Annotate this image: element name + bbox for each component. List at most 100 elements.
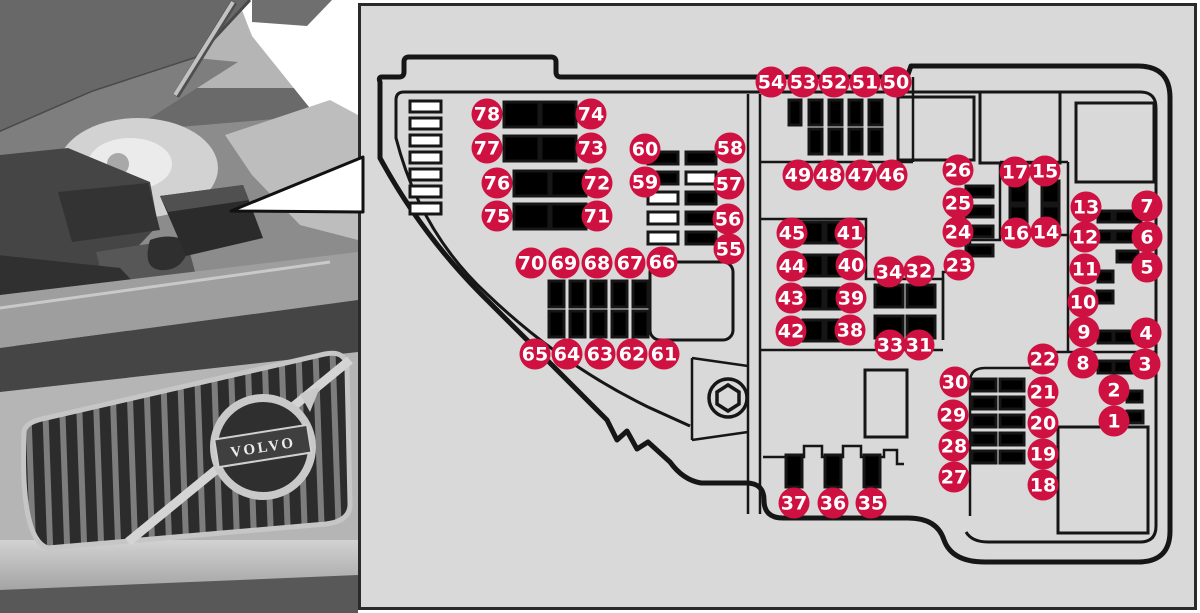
- fuse-slot-empty: [408, 116, 443, 131]
- svg-text:19: 19: [1030, 444, 1056, 466]
- svg-text:62: 62: [619, 344, 645, 366]
- svg-text:14: 14: [1033, 222, 1059, 244]
- svg-text:25: 25: [945, 193, 971, 215]
- fuse-slot-empty: [408, 133, 443, 148]
- callout-4: 4: [1130, 317, 1162, 349]
- callout-41: 41: [834, 217, 866, 249]
- fuse: [631, 279, 650, 309]
- fuse: [970, 395, 998, 411]
- relay-box: [863, 368, 909, 439]
- svg-text:61: 61: [651, 344, 677, 366]
- fuse: [862, 453, 882, 489]
- callout-55: 55: [713, 233, 745, 265]
- svg-text:54: 54: [758, 72, 784, 94]
- svg-text:7: 7: [1140, 196, 1153, 218]
- svg-text:50: 50: [883, 72, 909, 94]
- fuse-slot-empty: [684, 170, 718, 186]
- open-hood: [0, 0, 250, 132]
- callout-1: 1: [1098, 405, 1130, 437]
- fuse: [867, 98, 884, 127]
- callout-39: 39: [835, 282, 867, 314]
- svg-text:26: 26: [945, 160, 971, 182]
- fuse-slot-empty: [646, 210, 680, 226]
- svg-text:20: 20: [1030, 413, 1056, 435]
- callout-74: 74: [575, 98, 607, 130]
- svg-text:69: 69: [551, 253, 577, 275]
- callout-63: 63: [584, 338, 616, 370]
- relay-box: [1074, 101, 1156, 184]
- svg-text:22: 22: [1030, 349, 1056, 371]
- callout-73: 73: [575, 132, 607, 164]
- svg-text:23: 23: [946, 255, 972, 277]
- svg-text:48: 48: [816, 165, 842, 187]
- callout-23: 23: [943, 249, 975, 281]
- front-dark-band: [0, 300, 358, 392]
- svg-text:45: 45: [779, 223, 805, 245]
- svg-text:47: 47: [848, 165, 874, 187]
- fuse: [827, 98, 844, 127]
- fusebox-outer-outline: [376, 54, 1173, 565]
- fuse: [998, 395, 1026, 411]
- svg-text:4: 4: [1139, 323, 1152, 345]
- svg-text:64: 64: [554, 344, 580, 366]
- callout-42: 42: [775, 315, 807, 347]
- svg-text:78: 78: [474, 104, 500, 126]
- svg-text:16: 16: [1003, 223, 1029, 245]
- callout-47: 47: [845, 159, 877, 191]
- callout-36: 36: [817, 487, 849, 519]
- callout-56: 56: [712, 203, 744, 235]
- svg-text:52: 52: [821, 72, 847, 94]
- svg-text:76: 76: [484, 173, 510, 195]
- fusebox-inner-wall-top: [404, 90, 1158, 544]
- fuse: [823, 453, 843, 489]
- svg-text:42: 42: [778, 321, 804, 343]
- svg-text:53: 53: [790, 72, 816, 94]
- svg-text:6: 6: [1140, 227, 1153, 249]
- bolt-icon: [707, 377, 749, 419]
- callout-7: 7: [1131, 190, 1163, 222]
- svg-text:51: 51: [852, 72, 878, 94]
- relay-box: [896, 95, 976, 162]
- callout-37: 37: [778, 487, 810, 519]
- svg-text:55: 55: [716, 239, 742, 261]
- callout-8: 8: [1067, 347, 1099, 379]
- svg-text:3: 3: [1138, 354, 1151, 376]
- callout-77: 77: [471, 132, 503, 164]
- callout-66: 66: [646, 246, 678, 278]
- fuse: [502, 100, 541, 129]
- callout-3: 3: [1129, 348, 1161, 380]
- fuse: [998, 431, 1026, 447]
- slam-panel-rim: [0, 260, 331, 310]
- fuse-slot-empty: [408, 150, 443, 165]
- fuse: [905, 283, 937, 309]
- emblem-arrow-icon: [300, 387, 320, 412]
- svg-text:21: 21: [1030, 382, 1056, 404]
- svg-text:9: 9: [1077, 322, 1090, 344]
- callout-51: 51: [849, 66, 881, 98]
- callout-72: 72: [581, 167, 613, 199]
- callout-32: 32: [903, 255, 935, 287]
- svg-text:49: 49: [785, 165, 811, 187]
- callout-30: 30: [939, 366, 971, 398]
- callout-22: 22: [1027, 343, 1059, 375]
- callout-46: 46: [876, 159, 908, 191]
- callout-5: 5: [1131, 251, 1163, 283]
- callout-45: 45: [776, 217, 808, 249]
- svg-text:44: 44: [779, 256, 805, 278]
- svg-text:56: 56: [715, 209, 741, 231]
- fuse: [568, 279, 587, 309]
- svg-text:2: 2: [1107, 380, 1120, 402]
- fuse: [1096, 269, 1115, 284]
- bolt-hex-icon: [715, 382, 741, 414]
- fuse: [970, 431, 998, 447]
- slam-panel: [0, 252, 358, 348]
- svg-text:71: 71: [584, 206, 610, 228]
- fuse: [610, 309, 629, 339]
- callout-71: 71: [581, 200, 613, 232]
- svg-text:32: 32: [906, 261, 932, 283]
- callout-60: 60: [629, 133, 661, 165]
- callout-13: 13: [1070, 191, 1102, 223]
- callout-18: 18: [1027, 469, 1059, 501]
- svg-text:63: 63: [587, 344, 613, 366]
